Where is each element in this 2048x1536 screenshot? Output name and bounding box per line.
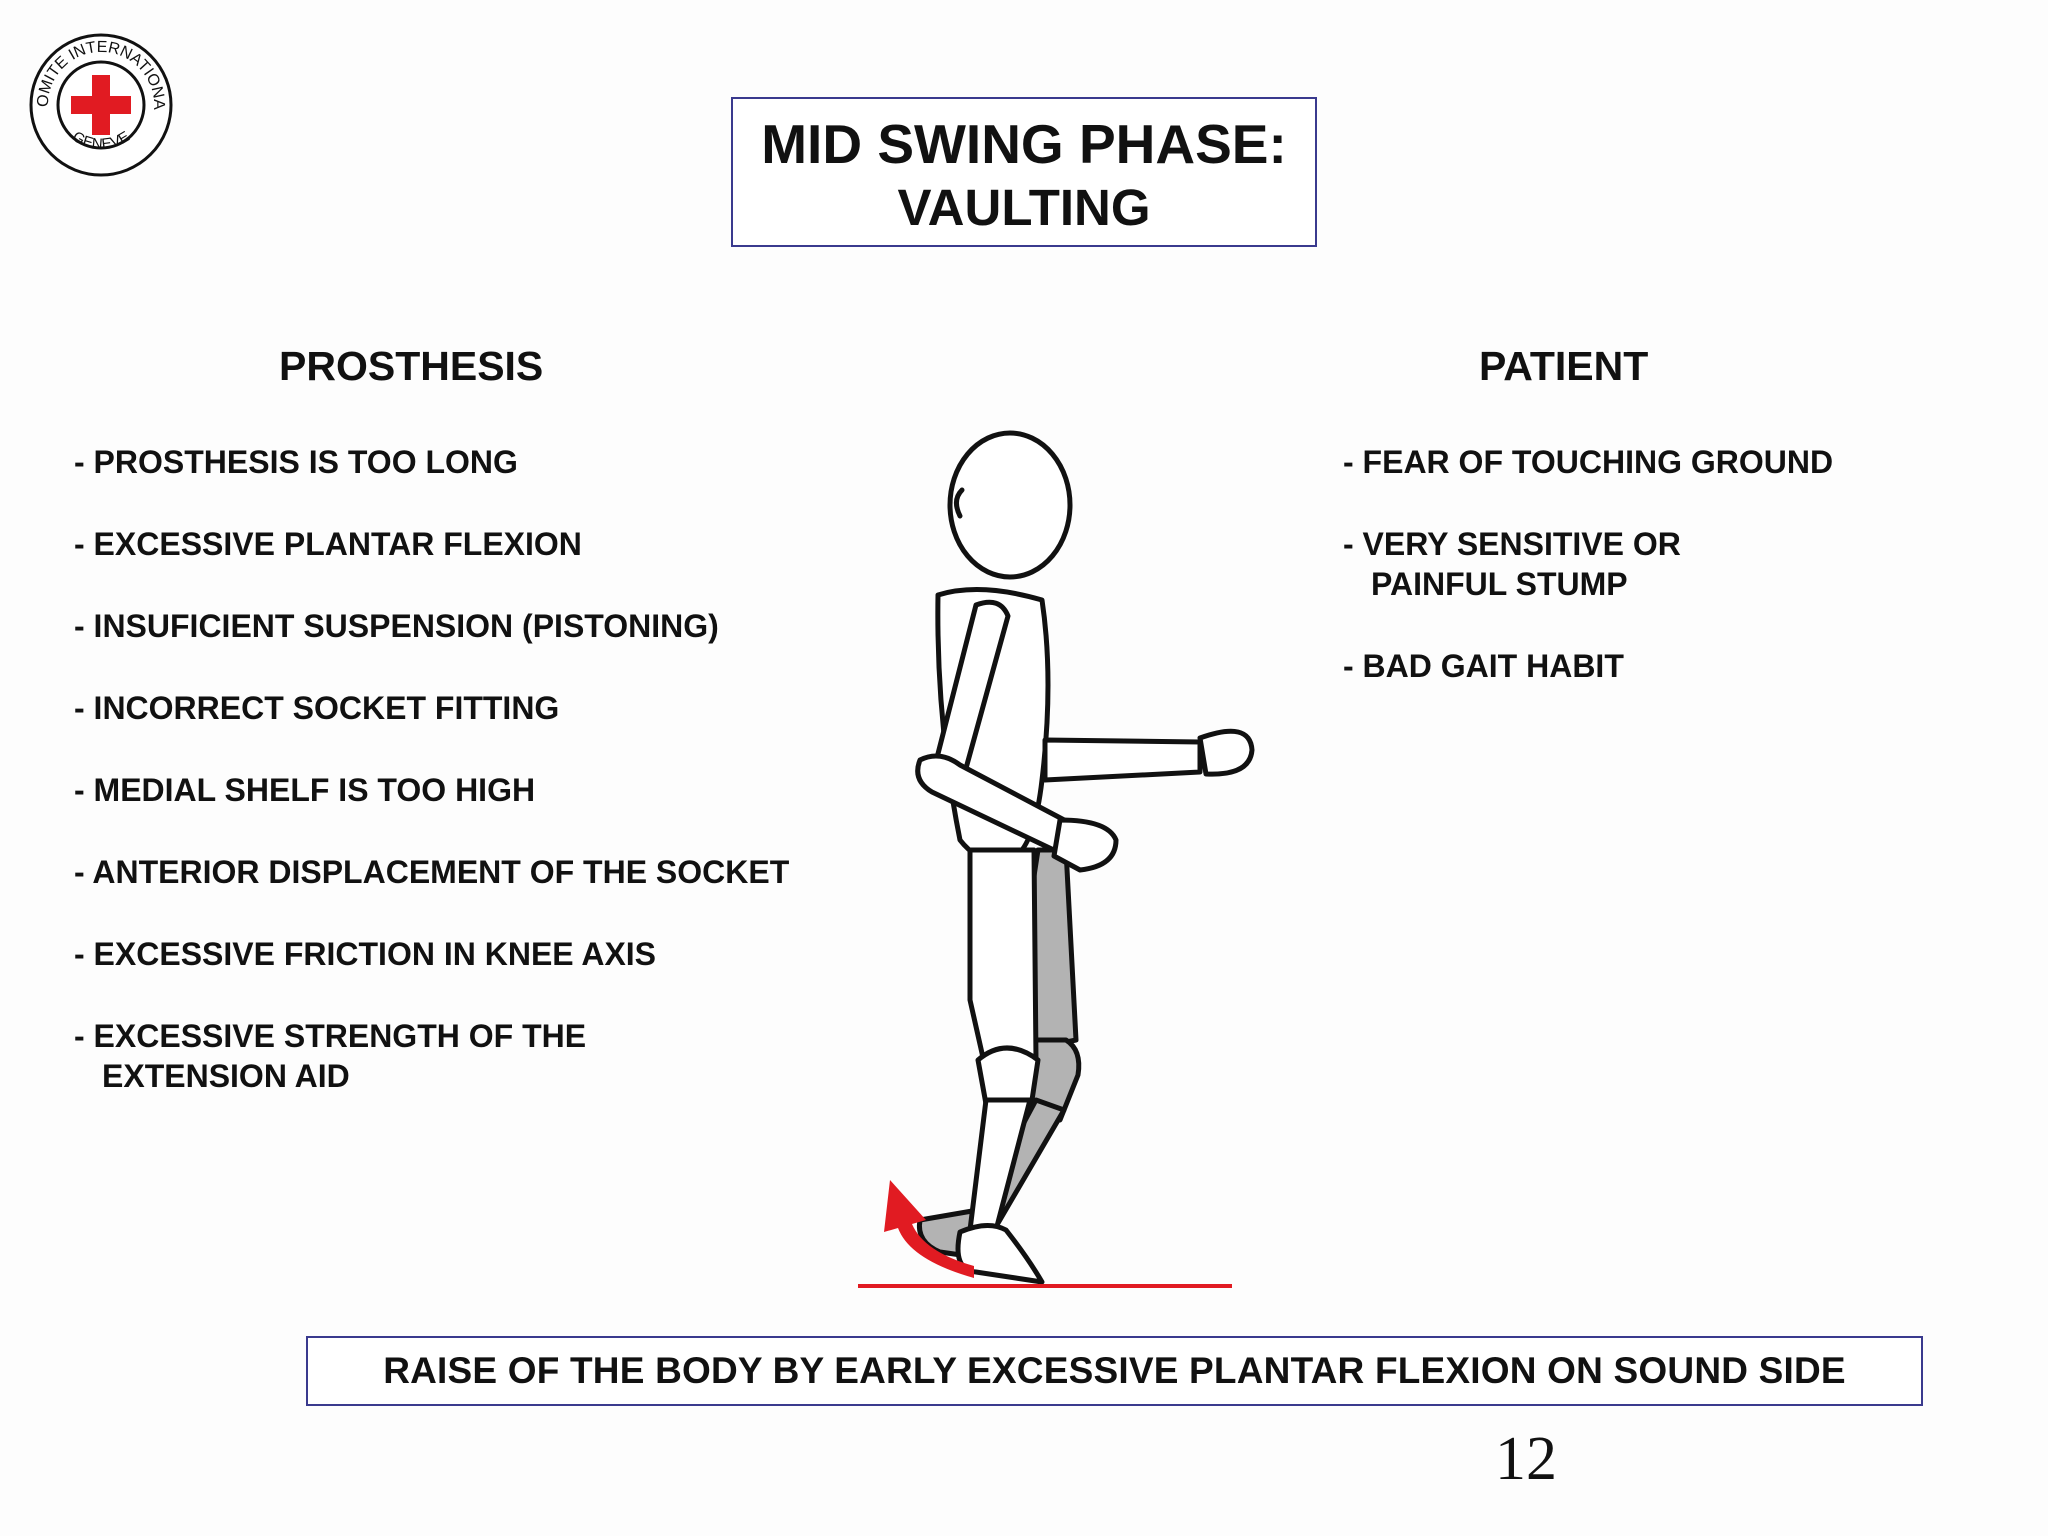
page-subtitle: VAULTING (897, 179, 1151, 236)
ear (954, 487, 965, 519)
list-item: - INCORRECT SOCKET FITTING (74, 690, 560, 726)
list-item: - EXCESSIVE PLANTAR FLEXION (74, 526, 582, 562)
title-box: MID SWING PHASE: VAULTING (731, 97, 1317, 247)
sound-knee (975, 1045, 1041, 1107)
head (947, 430, 1073, 580)
page-number: 12 (1495, 1425, 1557, 1493)
caption-text: RAISE OF THE BODY BY EARLY EXCESSIVE PLA… (383, 1350, 1846, 1391)
prosthesis-heading: PROSTHESIS (279, 343, 544, 389)
prosthetic-knee (1029, 1037, 1082, 1123)
list-item: - PROSTHESIS IS TOO LONG (74, 444, 518, 480)
caption-box: RAISE OF THE BODY BY EARLY EXCESSIVE PLA… (306, 1336, 1923, 1406)
icrc-logo: COMITE INTERNATIONAL GENEVE (26, 30, 173, 177)
front-upper-arm (1042, 737, 1203, 783)
vaulting-gait-illustration (858, 430, 1255, 1288)
page-title: MID SWING PHASE: (761, 113, 1287, 175)
list-item: - MEDIAL SHELF IS TOO HIGH (74, 772, 536, 808)
back-upper-arm (927, 599, 1011, 793)
sound-thigh (967, 847, 1039, 1065)
plantar-flexion-arrow (884, 1180, 974, 1278)
list-item: - BAD GAIT HABIT (1343, 648, 1624, 684)
list-item: - INSUFICIENT SUSPENSION (PISTONING) (74, 608, 719, 644)
list-item: - FEAR OF TOUCHING GROUND (1343, 444, 1834, 480)
list-item: - EXCESSIVE FRICTION IN KNEE AXIS (74, 936, 657, 972)
back-hand (1051, 817, 1119, 873)
red-cross-icon (71, 75, 131, 135)
list-item: - ANTERIOR DISPLACEMENT OF THE SOCKET (74, 854, 790, 890)
front-hand (1197, 728, 1255, 777)
patient-heading: PATIENT (1479, 343, 1649, 389)
